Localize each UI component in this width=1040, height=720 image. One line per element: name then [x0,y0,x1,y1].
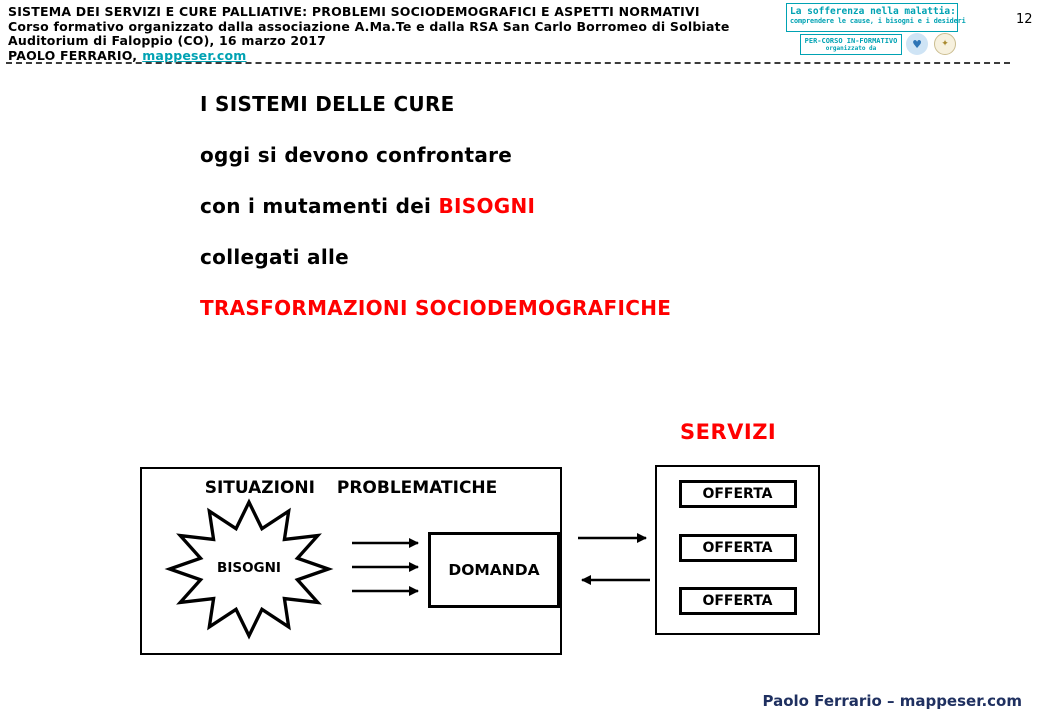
offerta-box-1: OFFERTA [678,480,797,508]
header-title: SISTEMA DEI SERVIZI E CURE PALLIATIVE: P… [8,4,700,19]
body-line-4: collegati alle [200,245,350,269]
body-line-1: I SISTEMI DELLE CURE [200,92,455,116]
mappeser-link[interactable]: mappeser.com [142,47,247,63]
offerta-label-2: OFFERTA [702,539,773,556]
header-author: PAOLO FERRARIO, [8,47,138,63]
offerta-box-3: OFFERTA [678,587,797,615]
logo-percorso-box: PER-CORSO IN-FORMATIVO organizzato da [800,34,902,55]
logo-percorso-subtitle: organizzato da [825,45,877,52]
header-divider [6,62,1010,64]
logo-line1: La sofferenza nella malattia: [790,6,956,17]
header-subtitle-course: Corso formativo organizzato dalla associ… [8,18,730,34]
logo-percorso-title: PER-CORSO IN-FORMATIVO [804,37,898,45]
situazioni-label: SITUAZIONI PROBLEMATICHE [204,478,498,498]
bisogni-star-icon [164,498,334,640]
offerta-label-3: OFFERTA [702,593,773,609]
amate-logo-icon: ♥ [906,33,928,55]
slide-header: SISTEMA DEI SERVIZI E CURE PALLIATIVE: P… [8,4,730,64]
servizi-offerta-box: OFFERTA OFFERTA OFFERTA [655,465,820,635]
domanda-label: DOMANDA [448,561,540,579]
logo-sofferenza-box: La sofferenza nella malattia: comprender… [786,3,966,32]
domanda-box: DOMANDA [428,532,560,608]
body-line-5: TRASFORMAZIONI SOCIODEMOGRAFICHE [200,296,672,320]
offerta-box-2: OFFERTA [678,533,797,562]
sancarlo-logo-icon: ✦ [934,33,956,55]
servizi-label: SERVIZI [680,420,777,444]
body-line-3-red: BISOGNI [438,194,536,218]
bisogni-label: BISOGNI [217,560,281,576]
body-line-3: con i mutamenti dei BISOGNI [200,194,671,218]
body-line-2: oggi si devono confrontare [200,143,513,167]
offerta-label-1: OFFERTA [702,486,773,502]
logo-line2: comprendere le cause, i bisogni e i desi… [790,17,966,25]
main-text-block: I SISTEMI DELLE CURE oggi si devono conf… [200,92,671,347]
starburst-shape [164,498,334,640]
header-author-line: PAOLO FERRARIO,mappeser.com [8,47,730,64]
header-subtitle-venue: Auditorium di Faloppio (CO), 16 marzo 20… [8,33,327,48]
body-line-3-black: con i mutamenti dei [200,194,432,218]
footer-credit: Paolo Ferrario – mappeser.com [762,692,1023,710]
page-number: 12 [1016,12,1033,27]
